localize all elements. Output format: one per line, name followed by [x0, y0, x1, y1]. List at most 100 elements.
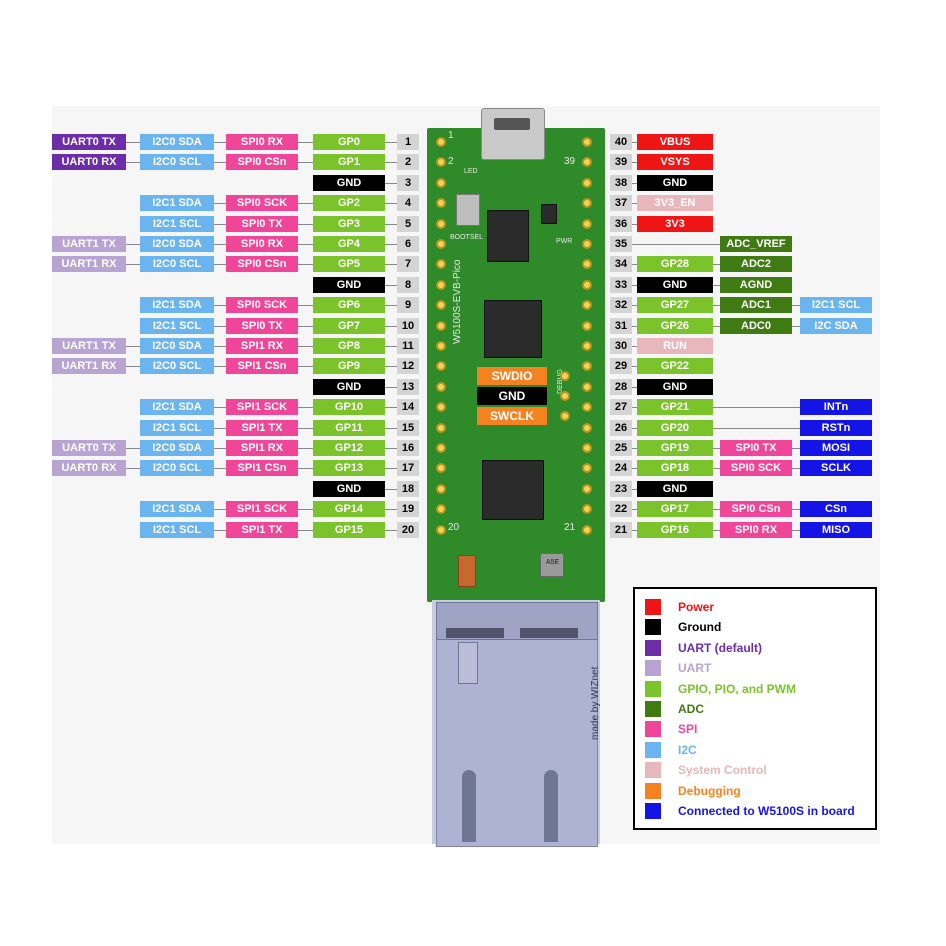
connector-line — [126, 264, 140, 266]
pin-label-gpio: GP5 — [313, 256, 385, 273]
pin-label-gpio: GP8 — [313, 338, 385, 354]
pin-pad — [582, 341, 592, 351]
rj45-leg-right — [544, 770, 558, 842]
pin-label-spi: SPI0 RX — [226, 236, 298, 252]
legend-label: SPI — [678, 722, 698, 737]
pin-label-gpio: GP17 — [637, 501, 713, 518]
pin-label-gpio: GP11 — [313, 419, 385, 436]
pin-pad — [582, 402, 592, 413]
pin-label-w5100s: RSTn — [800, 419, 872, 436]
pin-pad — [436, 381, 446, 392]
connector-line — [792, 325, 800, 327]
pin-pad — [582, 483, 592, 494]
connector-line — [214, 203, 226, 205]
pin-number: 6 — [397, 236, 419, 252]
pin-label-gpio: GP28 — [637, 256, 713, 273]
pin-label-spi: SPI0 SCK — [226, 297, 298, 314]
connector-line — [632, 529, 637, 531]
connector-line — [632, 366, 637, 368]
crystal-component — [458, 555, 476, 587]
connector-line — [385, 366, 397, 368]
connector-line — [632, 488, 637, 490]
pin-pad — [582, 300, 592, 311]
legend-swatch — [645, 721, 661, 738]
connector-line — [126, 468, 140, 470]
pin-label-spi: SPI0 RX — [226, 134, 298, 150]
pin-label-spi: SPI1 TX — [226, 419, 298, 436]
rj45-leg-left — [462, 770, 476, 842]
pin-label-spi: SPI0 CSn — [226, 154, 298, 171]
pin-label-spi: SPI1 RX — [226, 338, 298, 354]
bootsel-label: BOOTSEL — [450, 234, 484, 241]
pin-pad — [436, 300, 446, 311]
pin-label-ground: GND — [637, 480, 713, 497]
bootsel-button[interactable] — [456, 194, 480, 226]
pin-pad — [436, 157, 446, 168]
legend-label: UART (default) — [678, 640, 762, 655]
pin-number: 22 — [610, 501, 632, 518]
connector-line — [298, 427, 313, 429]
legend-label: GPIO, PIO, and PWM — [678, 681, 797, 696]
pin-label-gpio: GP10 — [313, 399, 385, 416]
connector-line — [713, 427, 800, 429]
pin-label-ground: GND — [313, 480, 385, 497]
pin-pad — [436, 524, 446, 535]
pin-label-spi: SPI0 SCK — [720, 460, 792, 477]
connector-line — [385, 142, 397, 143]
pin-label-i2c: I2C1 SDA — [140, 195, 214, 212]
pin-label-uart: UART1 RX — [52, 358, 126, 375]
pin-number: 30 — [610, 338, 632, 354]
pin-number: 36 — [610, 215, 632, 232]
pin-number: 28 — [610, 378, 632, 395]
pin-label-gpio: GP6 — [313, 297, 385, 314]
connector-line — [713, 284, 720, 286]
connector-line — [713, 448, 720, 449]
connector-line — [298, 244, 313, 245]
connector-line — [214, 325, 226, 327]
connector-line — [385, 468, 397, 470]
connector-line — [385, 448, 397, 449]
pin-pad — [436, 198, 446, 209]
connector-line — [214, 468, 226, 470]
pin-number: 20 — [397, 521, 419, 538]
pin-label-w5100s: CSn — [800, 501, 872, 518]
connector-line — [713, 264, 720, 266]
pin-label-gpio: GP14 — [313, 501, 385, 518]
pin-label-gpio: GP4 — [313, 236, 385, 252]
pin-number: 25 — [610, 440, 632, 456]
legend-label: Power — [678, 600, 715, 614]
pin-number: 5 — [397, 215, 419, 232]
pin-label-i2c: I2C1 SCL — [140, 317, 214, 334]
pin-label-w5100s: SCLK — [800, 460, 872, 477]
pin-pad — [436, 137, 446, 147]
pin-label-i2c: I2C0 SDA — [140, 134, 214, 150]
pin-label-ground: GND — [313, 276, 385, 293]
pin-pad — [436, 483, 446, 494]
pin-number: 7 — [397, 256, 419, 273]
rj45-slot-left — [446, 628, 504, 638]
pin-label-gpio: GP1 — [313, 154, 385, 171]
pin-label-adc: ADC2 — [720, 256, 792, 273]
pin-label-adc: ADC0 — [720, 317, 792, 334]
legend-label: I2C — [678, 742, 697, 757]
pin-label-i2c: I2C0 SCL — [140, 460, 214, 477]
connector-line — [385, 427, 397, 429]
connector-line — [632, 427, 637, 429]
connector-line — [126, 244, 140, 245]
pin-label-ground: GND — [313, 174, 385, 191]
pin-label-i2c: I2C0 SDA — [140, 236, 214, 252]
pin-label-uart: UART1 TX — [52, 236, 126, 252]
pin-pad — [582, 137, 592, 147]
pin-label-gpio: GP0 — [313, 134, 385, 150]
pin-label-gpio: GP19 — [637, 440, 713, 456]
pin-pad — [582, 361, 592, 372]
pin-number: 13 — [397, 378, 419, 395]
pin-number: 4 — [397, 195, 419, 212]
pin2-silk: 2 — [448, 156, 454, 167]
pin-label-spi: SPI0 CSn — [720, 501, 792, 518]
rj45-window — [458, 642, 478, 684]
pin-pad — [436, 422, 446, 433]
connector-line — [214, 142, 226, 143]
connector-line — [298, 142, 313, 143]
